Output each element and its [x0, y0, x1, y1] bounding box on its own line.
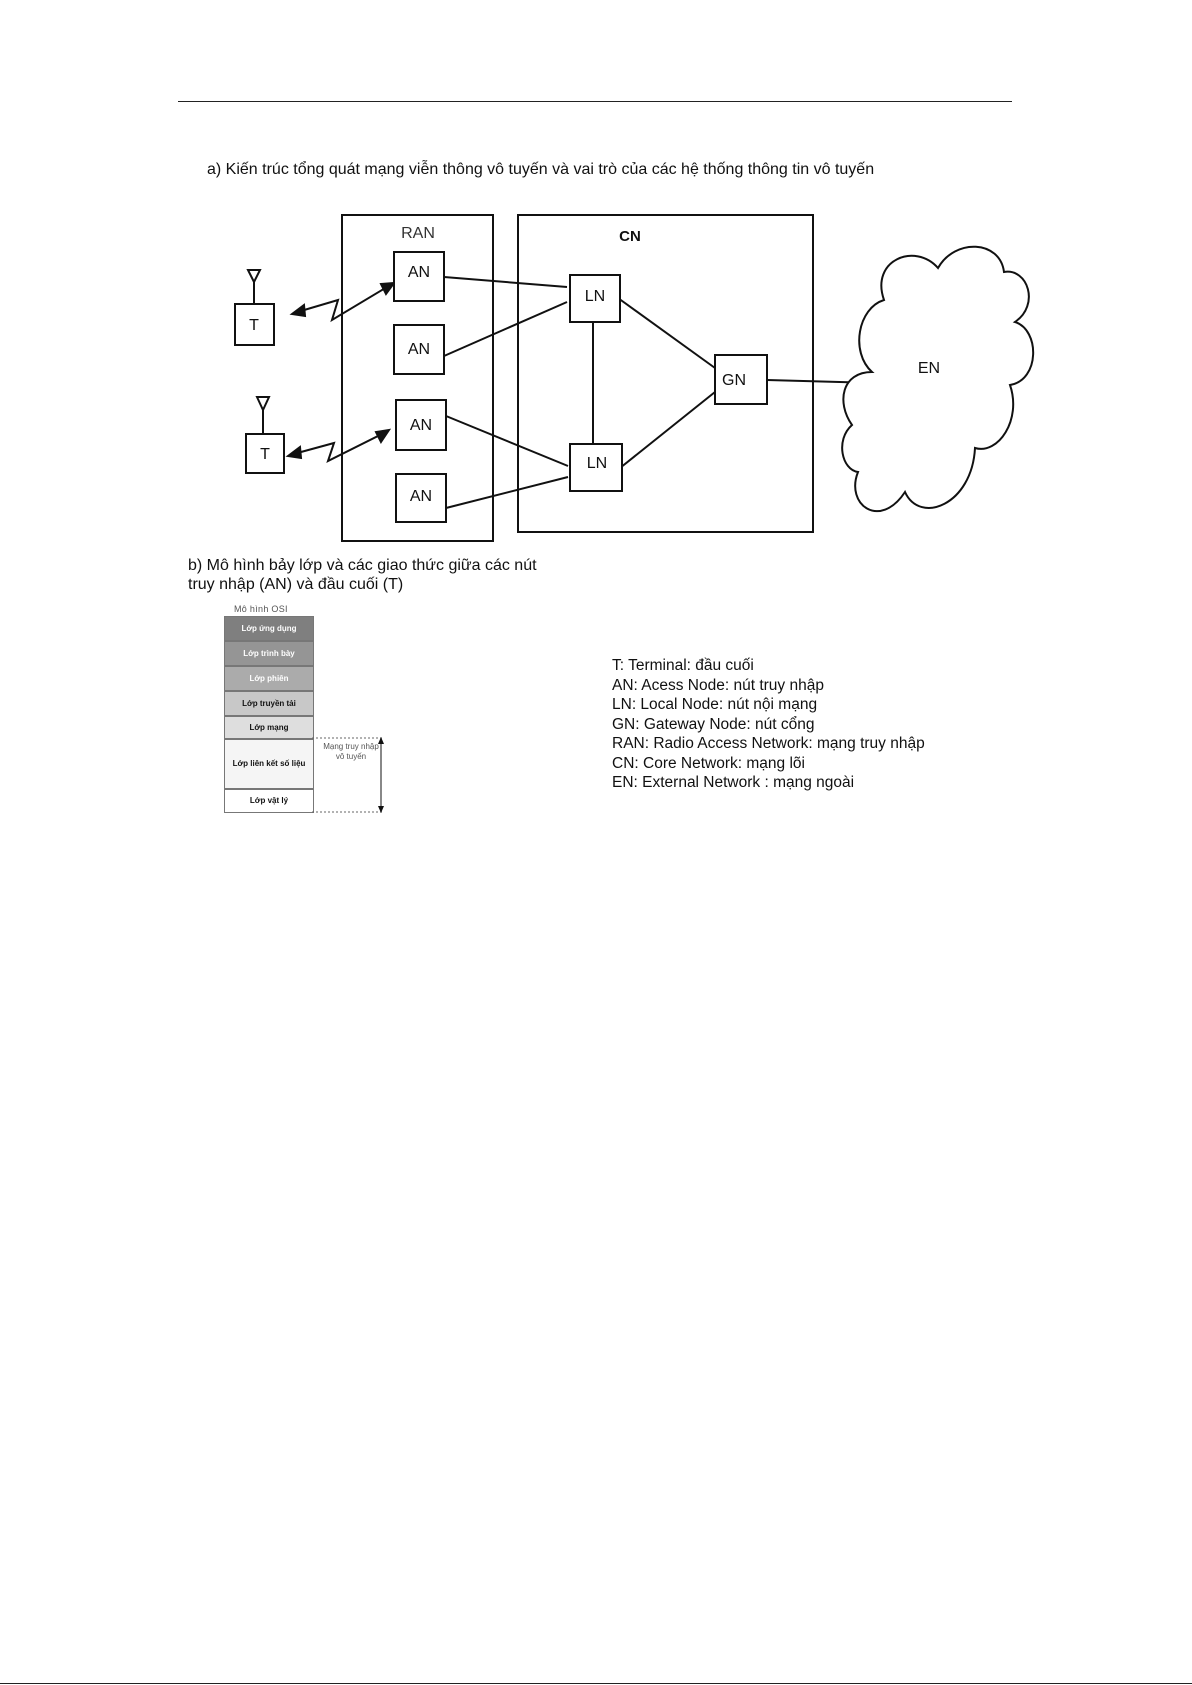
- gn-node-label: GN: [722, 372, 746, 389]
- osi-layer-application: Lớp ứng dụng: [224, 616, 314, 641]
- footer-rule: [0, 1683, 1192, 1684]
- legend-item: RAN: Radio Access Network: mạng truy nhậ…: [612, 735, 925, 752]
- radio-access-bracket: [312, 737, 384, 813]
- radio-arrow-left-2: [285, 445, 303, 460]
- an-node-3: [395, 399, 447, 451]
- radio-link-2: [289, 431, 387, 463]
- radio-links: [285, 281, 397, 463]
- ln-node-1-label: LN: [585, 288, 605, 305]
- terminal-1-label: T: [249, 317, 259, 334]
- ran-container: [341, 214, 494, 542]
- network-architecture-diagram: RAN CN AN AN AN AN LN L: [234, 214, 1035, 542]
- ran-label: RAN: [401, 225, 435, 242]
- ln-node-2: [569, 443, 623, 492]
- legend-item: GN: Gateway Node: nút cổng: [612, 715, 815, 733]
- header-rule: [178, 101, 1012, 102]
- an-node-1: [393, 251, 445, 302]
- legend-item: T: Terminal: đầu cuối: [612, 657, 754, 674]
- legend-item: CN: Core Network: mạng lõi: [612, 754, 805, 772]
- osi-layer-network: Lớp mạng: [224, 716, 314, 739]
- link-ln2-gn: [619, 391, 716, 469]
- an-node-3-label: AN: [410, 417, 432, 434]
- radio-access-network-label: Mạng truy nhập vô tuyến: [323, 742, 379, 761]
- gn-node: [714, 354, 768, 405]
- antenna-icon: [255, 396, 271, 434]
- terminal-1: [234, 303, 275, 346]
- an-node-4: [395, 473, 447, 523]
- caption-b-line2: truy nhập (AN) và đầu cuối (T): [188, 576, 404, 593]
- ln-node-1: [569, 274, 621, 323]
- osi-layer-physical: Lớp vật lý: [224, 789, 314, 813]
- link-ln1-gn: [617, 297, 716, 369]
- osi-layer-transport: Lớp truyền tải: [224, 691, 314, 716]
- an-node-4-label: AN: [410, 488, 432, 505]
- radio-arrow-right-2: [374, 428, 392, 444]
- caption-a: a) Kiến trúc tổng quát mạng viễn thông v…: [207, 161, 875, 178]
- osi-layer-data-link: Lớp liên kết số liệu: [224, 739, 314, 789]
- link-an3-ln2: [445, 415, 569, 467]
- external-network-cloud: [841, 245, 1035, 513]
- legend-item: EN: External Network : mạng ngoài: [612, 774, 855, 791]
- link-an4-ln2: [445, 476, 569, 509]
- en-label: EN: [918, 360, 940, 377]
- legend: T: Terminal: đầu cuối AN: Acess Node: nú…: [612, 656, 925, 793]
- an-node-1-label: AN: [408, 264, 430, 281]
- an-node-2: [393, 324, 445, 375]
- ln-node-2-label: LN: [587, 455, 607, 472]
- terminal-2-label: T: [260, 446, 270, 463]
- terminal-2: [245, 433, 285, 474]
- cn-label: CN: [619, 228, 641, 245]
- legend-item: LN: Local Node: nút nội mạng: [612, 696, 818, 713]
- link-an1-ln1: [443, 276, 568, 288]
- network-links: [443, 276, 877, 509]
- antenna-icon: [246, 269, 262, 304]
- radio-arrow-right-1: [379, 281, 397, 296]
- osi-model-title: Mô hình OSI: [234, 604, 288, 614]
- legend-item: AN: Acess Node: nút truy nhập: [612, 676, 824, 694]
- radio-arrow-left-1: [289, 303, 307, 318]
- radio-link-1: [293, 283, 393, 323]
- caption-b-line1: b) Mô hình bảy lớp và các giao thức giữa…: [188, 557, 537, 574]
- link-an2-ln1: [443, 301, 568, 357]
- osi-layer-presentation: Lớp trình bày: [224, 641, 314, 666]
- an-node-2-label: AN: [408, 341, 430, 358]
- osi-layer-session: Lớp phiên: [224, 666, 314, 691]
- cn-container: [517, 214, 814, 533]
